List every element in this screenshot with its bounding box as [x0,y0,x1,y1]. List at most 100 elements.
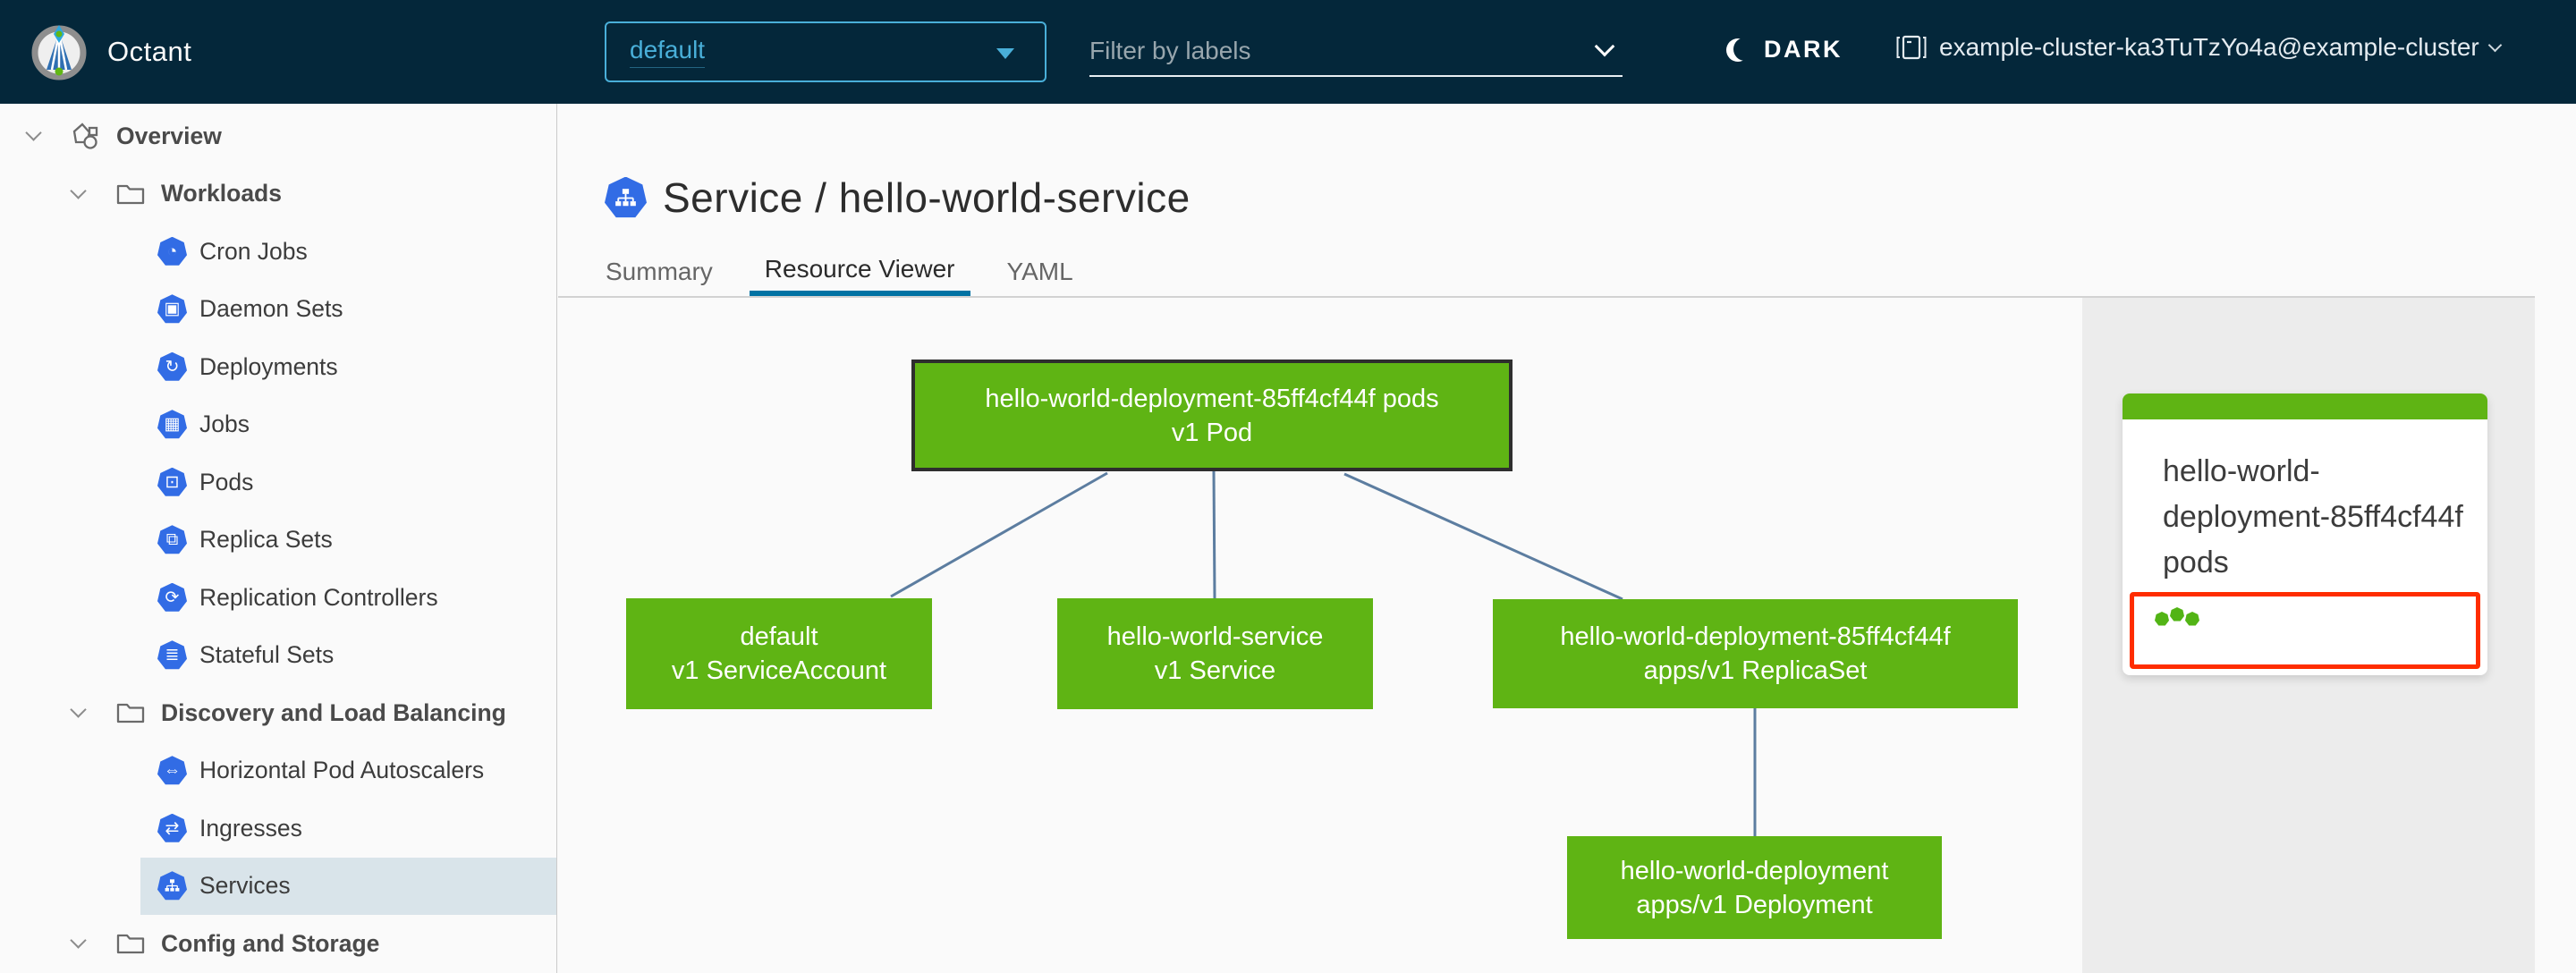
cluster-selector[interactable]: example-cluster-ka3TuTzYo4a@example-clus… [1896,32,2502,63]
node-kind: apps/v1 Deployment [1636,890,1873,919]
octant-logo-icon [31,25,87,80]
sidebar-item-config-and-storage[interactable]: Config and Storage [0,915,556,973]
daemon-sets-icon: ▣ [157,294,187,324]
horizontal-pod-autoscalers-icon: ⇔ [157,756,187,785]
namespace-selector[interactable]: default [605,21,1046,82]
app-header: Octant default DARK example-cluster-ka3T… [0,0,2576,104]
label-filter-input[interactable] [1089,27,1623,75]
resource-graph: hello-world-deployment-85ff4cf44f pods v… [557,298,2082,973]
sidebar-item-replication-controllers[interactable]: ⟳ Replication Controllers [0,569,556,627]
node-name: default [740,622,818,651]
moon-icon [1726,38,1750,62]
label-filter [1089,27,1623,77]
services-icon [157,871,187,901]
chevron-down-icon[interactable] [66,182,89,206]
stateful-sets-icon: ≣ [157,640,187,670]
graph-node-service-account[interactable]: default v1 ServiceAccount [626,598,932,709]
app-name: Octant [107,36,192,67]
tab-yaml[interactable]: YAML [1006,258,1073,285]
tab-divider [558,296,2535,298]
namespace-value: default [630,36,706,68]
sidebar-item-replica-sets[interactable]: ⧉ Replica Sets [0,512,556,570]
node-kind: v1 Service [1154,656,1276,685]
pod-status-selection[interactable] [2130,592,2480,669]
pod-detail-card[interactable]: hello-world-deployment-85ff4cf44f pods [2123,393,2487,675]
card-title: hello-world-deployment-85ff4cf44f pods [2163,454,2463,580]
pods-icon: ⊡ [157,467,187,496]
sidebar-item-label: Stateful Sets [199,641,335,669]
sidebar-item-label: Replica Sets [199,526,333,554]
pod-status-dot [2155,612,2169,626]
chevron-down-icon[interactable] [66,701,89,724]
replica-sets-icon: ⧉ [157,525,187,554]
pod-status-dot [2170,607,2184,622]
folder-icon [114,698,147,728]
sidebar-item-label: Pods [199,468,254,495]
sidebar-item-discovery-and-load-balancing[interactable]: Discovery and Load Balancing [0,684,556,742]
page-title-row: Service / hello-world-service [605,173,1191,222]
jobs-icon: ▦ [157,410,187,439]
caret-down-icon [996,48,1014,59]
sidebar-item-stateful-sets[interactable]: ≣ Stateful Sets [0,627,556,685]
theme-toggle[interactable]: DARK [1726,36,1843,63]
graph-node-pod[interactable]: hello-world-deployment-85ff4cf44f pods v… [911,360,1513,471]
card-status-bar [2123,393,2487,419]
octant-logo: Octant [30,23,191,80]
objects-icon [70,121,102,151]
scrollbar-track[interactable] [2535,104,2576,973]
sidebar-item-label: Ingresses [199,814,302,842]
theme-toggle-label: DARK [1764,36,1843,63]
graph-node-deployment[interactable]: hello-world-deployment apps/v1 Deploymen… [1567,836,1942,939]
sidebar-item-overview[interactable]: Overview [0,107,556,165]
node-name: hello-world-deployment-85ff4cf44f pods [985,384,1439,413]
sidebar-item-label: Horizontal Pod Autoscalers [199,757,485,784]
node-kind: apps/v1 ReplicaSet [1643,656,1868,685]
sidebar-item-label: Discovery and Load Balancing [161,698,506,726]
graph-node-service[interactable]: hello-world-service v1 Service [1057,598,1373,709]
folder-icon [114,179,147,209]
chevron-down-icon[interactable] [66,932,89,955]
sidebar-item-pods[interactable]: ⊡ Pods [0,453,556,512]
sidebar-item-jobs[interactable]: ▦ Jobs [0,396,556,454]
ingresses-icon: ⇄ [157,813,187,842]
detail-panel: hello-world-deployment-85ff4cf44f pods [2082,298,2535,973]
pod-status-dot [2185,612,2199,626]
sidebar-item-label: Config and Storage [161,929,380,957]
sidebar-item-daemon-sets[interactable]: ▣ Daemon Sets [0,281,556,339]
graph-edges [890,470,1757,836]
sidebar-item-label: Services [199,872,291,900]
deployments-icon: ↻ [157,351,187,381]
sidebar-item-label: Overview [116,122,222,149]
sidebar-item-deployments[interactable]: ↻ Deployments [0,338,556,396]
cron-jobs-icon: ◔ [157,236,187,266]
node-name: hello-world-deployment [1620,856,1889,885]
page-title: Service / hello-world-service [663,174,1191,221]
node-name: hello-world-deployment-85ff4cf44f [1560,622,1951,651]
tab-resource-viewer[interactable]: Resource Viewer [749,248,970,296]
cluster-icon [1896,35,1927,60]
service-icon [605,176,647,218]
replication-controllers-icon: ⟳ [157,582,187,612]
sidebar-item-label: Jobs [199,410,250,438]
sidebar-item-label: Workloads [161,180,282,207]
sidebar-item-label: Deployments [199,352,338,380]
chevron-down-icon [2487,38,2502,52]
sidebar-item-label: Daemon Sets [199,295,343,323]
folder-icon [114,928,147,959]
cluster-name: example-cluster-ka3TuTzYo4a@example-clus… [1939,33,2479,61]
sidebar-item-workloads[interactable]: Workloads [0,165,556,224]
node-kind: v1 Pod [1171,418,1253,447]
tab-summary[interactable]: Summary [606,258,713,285]
node-name: hello-world-service [1106,622,1324,651]
sidebar-item-label: Replication Controllers [199,583,438,611]
sidebar-item-cron-jobs[interactable]: ◔ Cron Jobs [0,223,556,281]
chevron-down-icon[interactable] [21,124,45,148]
sidebar-item-ingresses[interactable]: ⇄ Ingresses [0,800,556,858]
sidebar-item-label: Cron Jobs [199,237,308,265]
graph-node-replica-set[interactable]: hello-world-deployment-85ff4cf44f apps/v… [1493,599,2018,708]
node-kind: v1 ServiceAccount [671,656,887,685]
sidebar-item-services[interactable]: Services [0,857,556,916]
sidebar-item-horizontal-pod-autoscalers[interactable]: ⇔ Horizontal Pod Autoscalers [0,742,556,800]
chevron-down-icon[interactable] [1594,36,1617,59]
